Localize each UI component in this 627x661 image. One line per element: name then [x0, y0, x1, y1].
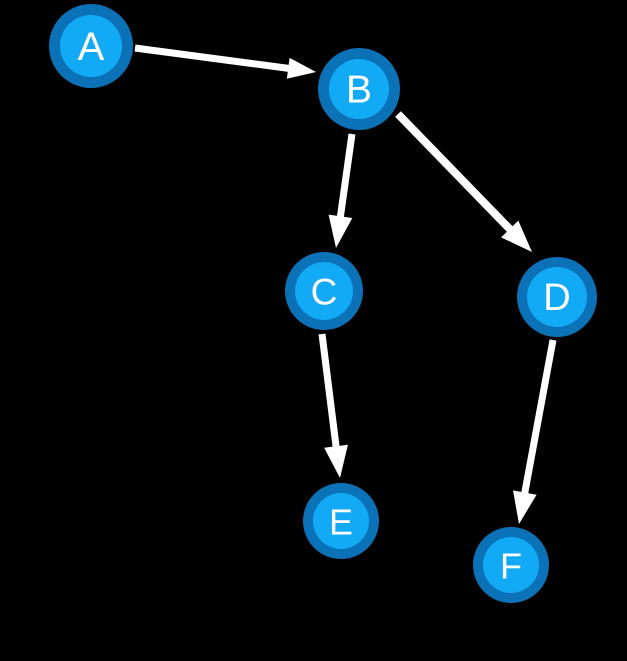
graph-node-d[interactable]: D: [517, 257, 597, 337]
graph-node-a[interactable]: A: [49, 4, 133, 88]
edge-line-C-E: [318, 333, 341, 451]
edge-arrowhead-B-C: [328, 214, 353, 248]
graph-edge-C-E: [318, 333, 348, 478]
node-fill-b: [329, 59, 389, 119]
node-label-c: C: [311, 272, 338, 313]
graph-edge-A-B: [134, 44, 316, 79]
node-fill-a: [60, 15, 122, 77]
graph-edge-B-D: [395, 111, 532, 252]
node-fill-c: [295, 262, 353, 320]
graph-edge-B-C: [328, 133, 356, 248]
edge-line-B-C: [336, 133, 356, 221]
nodes-layer: A B C D E F: [49, 4, 597, 603]
edges-layer: [134, 44, 557, 524]
node-label-b: B: [346, 69, 372, 112]
edge-line-D-F: [520, 339, 557, 498]
edge-arrowhead-A-B: [286, 57, 316, 79]
node-label-d: D: [543, 277, 570, 319]
graph-node-b[interactable]: B: [318, 48, 400, 130]
node-fill-f: [483, 537, 539, 593]
graph-node-f[interactable]: F: [473, 527, 549, 603]
node-label-e: E: [329, 502, 353, 543]
edge-arrowhead-B-D: [501, 220, 532, 252]
graph-edge-D-F: [513, 339, 557, 524]
node-label-a: A: [78, 25, 105, 69]
node-fill-e: [313, 493, 369, 549]
edge-arrowhead-C-E: [324, 444, 348, 478]
node-fill-d: [527, 267, 587, 327]
graph-node-c[interactable]: C: [285, 252, 363, 330]
edge-line-A-B: [134, 44, 293, 73]
edge-line-B-D: [395, 111, 516, 235]
graph-node-e[interactable]: E: [303, 483, 379, 559]
edge-arrowhead-D-F: [513, 490, 537, 524]
node-label-f: F: [500, 546, 522, 587]
